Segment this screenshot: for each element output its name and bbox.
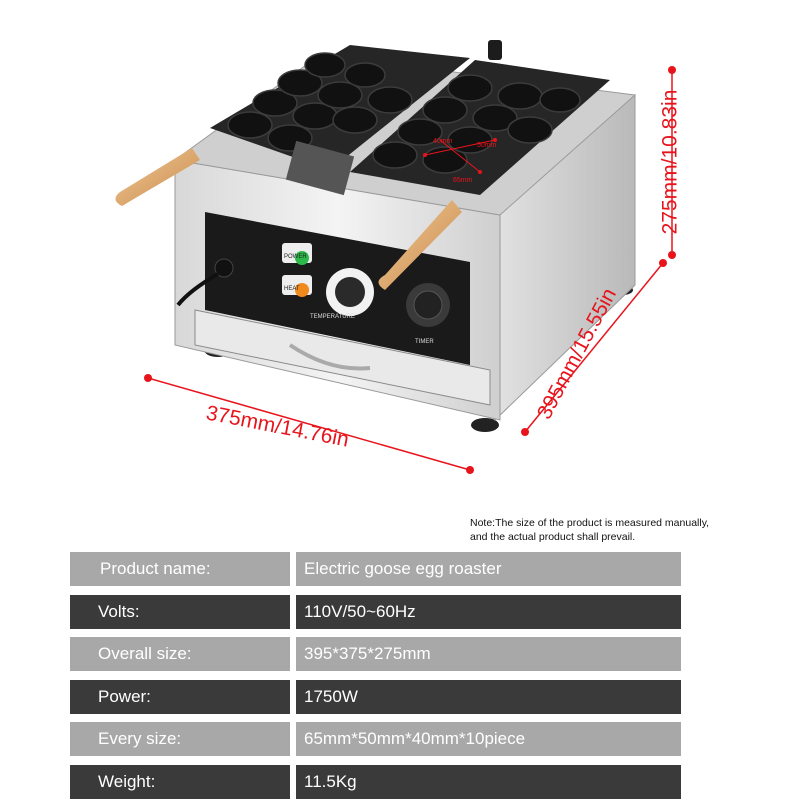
cavity-dim-a: 40mm xyxy=(433,138,453,145)
measure-dot xyxy=(478,170,482,174)
latch[interactable] xyxy=(285,140,355,196)
foot xyxy=(471,418,499,432)
measure-dot xyxy=(423,153,427,157)
drip-drawer[interactable] xyxy=(194,309,491,406)
right-wooden-handle[interactable] xyxy=(378,200,463,290)
cavity-dim-b: 50mm xyxy=(477,142,497,149)
note-line-1: Note:The size of the product is measured… xyxy=(470,517,710,529)
spec-value: 1750W xyxy=(296,679,681,714)
cavity-dim-c: 65mm xyxy=(453,177,473,184)
spec-row-volts: Volts: 110V/50~60Hz xyxy=(70,594,681,629)
spec-label: Product name: xyxy=(70,552,290,586)
spec-row-product-name: Product name: Electric goose egg roaster xyxy=(70,552,681,586)
spec-label: Overall size: xyxy=(70,637,290,671)
height-dimension-label: 275mm/10.83in xyxy=(658,89,682,235)
width-dimension-line xyxy=(147,377,471,471)
power-cord xyxy=(176,272,219,307)
spec-value: Electric goose egg roaster xyxy=(296,552,681,586)
measure-dot xyxy=(493,138,497,142)
spec-row-every-size: Every size: 65mm*50mm*40mm*10piece xyxy=(70,722,681,756)
spec-value: 65mm*50mm*40mm*10piece xyxy=(296,722,681,756)
depth-dimension-line xyxy=(524,262,664,433)
measurement-note: Note:The size of the product is measured… xyxy=(470,516,795,544)
spec-label: Every size: xyxy=(70,722,290,756)
spec-table: Product name: Electric goose egg roaster… xyxy=(70,552,681,807)
power-cord-plug xyxy=(214,258,234,278)
cavity-measure-line xyxy=(439,139,481,173)
width-dimension-dot xyxy=(466,466,474,474)
temperature-knob[interactable] xyxy=(335,277,365,307)
power-light-icon xyxy=(295,251,309,265)
spec-row-overall-size: Overall size: 395*375*275mm xyxy=(70,637,681,671)
spec-row-power: Power: 1750W xyxy=(70,679,681,714)
timer-knob[interactable] xyxy=(413,290,443,320)
heat-light-icon xyxy=(295,283,309,297)
depth-dimension-dot xyxy=(521,428,529,436)
product-illustration: POWER HEAT TEMPERATURE TIMER xyxy=(115,40,682,474)
height-dimension-dot xyxy=(668,66,676,74)
spec-label: Power: xyxy=(70,679,290,714)
spec-row-weight: Weight: 11.5Kg xyxy=(70,764,681,799)
drawer-handle[interactable] xyxy=(288,343,371,371)
egg-roaster-image: POWER HEAT TEMPERATURE TIMER xyxy=(115,40,676,474)
spec-label: Weight: xyxy=(70,764,290,799)
spec-value: 395*375*275mm xyxy=(296,637,681,671)
timer-label: TIMER xyxy=(415,339,434,345)
power-label: POWER xyxy=(284,254,307,260)
heat-label: HEAT xyxy=(284,286,300,292)
cavity-measure-line xyxy=(424,139,496,156)
hinge-knob[interactable] xyxy=(488,40,502,60)
egg-cavities xyxy=(227,52,581,174)
left-wooden-handle[interactable] xyxy=(115,148,200,206)
spec-value: 110V/50~60Hz xyxy=(296,594,681,629)
temperature-label: TEMPERATURE xyxy=(310,314,355,320)
depth-dimension-dot xyxy=(659,259,667,267)
spec-label: Volts: xyxy=(70,594,290,629)
spec-value: 11.5Kg xyxy=(296,764,681,799)
width-dimension-dot xyxy=(144,374,152,382)
note-line-2: and the actual product shall prevail. xyxy=(470,531,636,543)
height-dimension-dot xyxy=(668,251,676,259)
